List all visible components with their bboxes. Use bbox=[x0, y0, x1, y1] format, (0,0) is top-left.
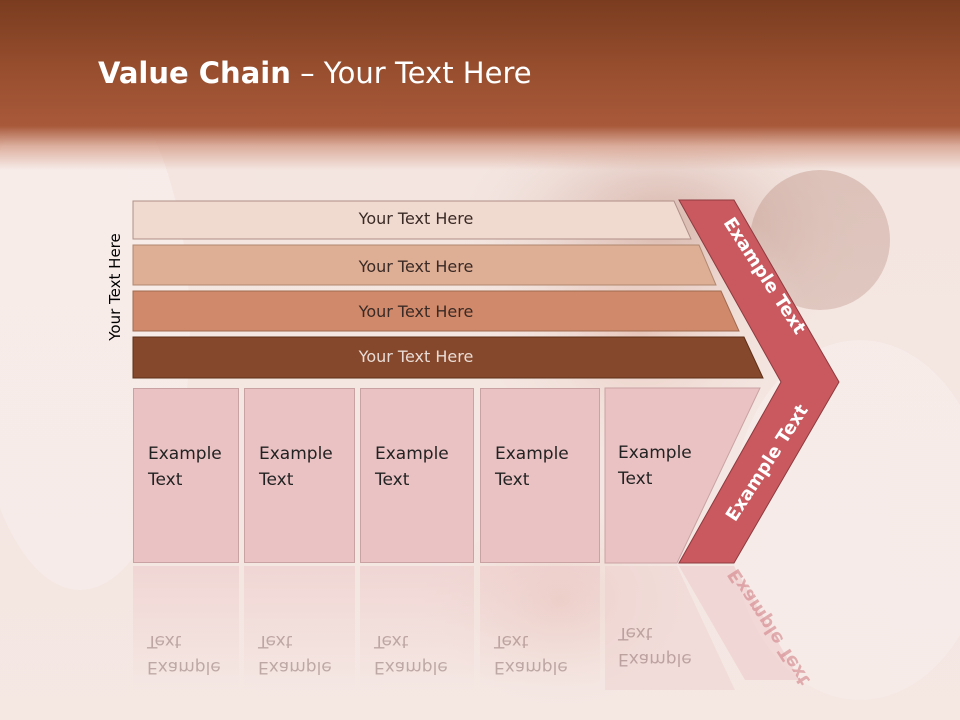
title-rest: – Your Text Here bbox=[290, 56, 532, 90]
arrow-chevron bbox=[678, 199, 840, 564]
box-5-reflection-text: Example Text bbox=[618, 623, 692, 669]
bar-label-2: Your Text Here bbox=[358, 257, 474, 276]
title-bold: Value Chain bbox=[98, 56, 291, 90]
bar-4 bbox=[132, 336, 764, 379]
box-4: Example Text bbox=[480, 388, 600, 563]
box-5-text: Example Text bbox=[618, 443, 692, 489]
bar-label-3: Your Text Here bbox=[358, 302, 474, 321]
box-3-reflection: Example Text bbox=[360, 566, 474, 690]
box-5-reflection bbox=[605, 566, 735, 690]
box-1: Example Text bbox=[133, 388, 239, 563]
box-4-reflection: Example Text bbox=[480, 566, 600, 690]
box-3: Example Text bbox=[360, 388, 474, 563]
bar-1 bbox=[132, 200, 692, 240]
box-1-reflection: Example Text bbox=[133, 566, 239, 690]
header-band bbox=[0, 0, 960, 170]
box-2-reflection: Example Text bbox=[244, 566, 355, 690]
box-3-text: Example Text bbox=[375, 444, 449, 490]
box-5-shape bbox=[604, 387, 761, 564]
box-1-reflection-text: Example Text bbox=[147, 631, 221, 677]
box-2-reflection-text: Example Text bbox=[258, 631, 332, 677]
bar-2 bbox=[132, 244, 717, 286]
box-1-text: Example Text bbox=[148, 444, 222, 490]
box-2: Example Text bbox=[244, 388, 355, 563]
bar-label-4: Your Text Here bbox=[358, 347, 474, 366]
bar-label-1: Your Text Here bbox=[358, 209, 474, 228]
box-2-text: Example Text bbox=[259, 444, 333, 490]
box-4-text: Example Text bbox=[495, 444, 569, 490]
arrow-reflection bbox=[679, 566, 800, 680]
box-3-reflection-text: Example Text bbox=[374, 631, 448, 677]
slide-title: Value Chain – Your Text Here bbox=[98, 56, 532, 90]
bar-3 bbox=[132, 290, 740, 332]
box-4-reflection-text: Example Text bbox=[494, 631, 568, 677]
